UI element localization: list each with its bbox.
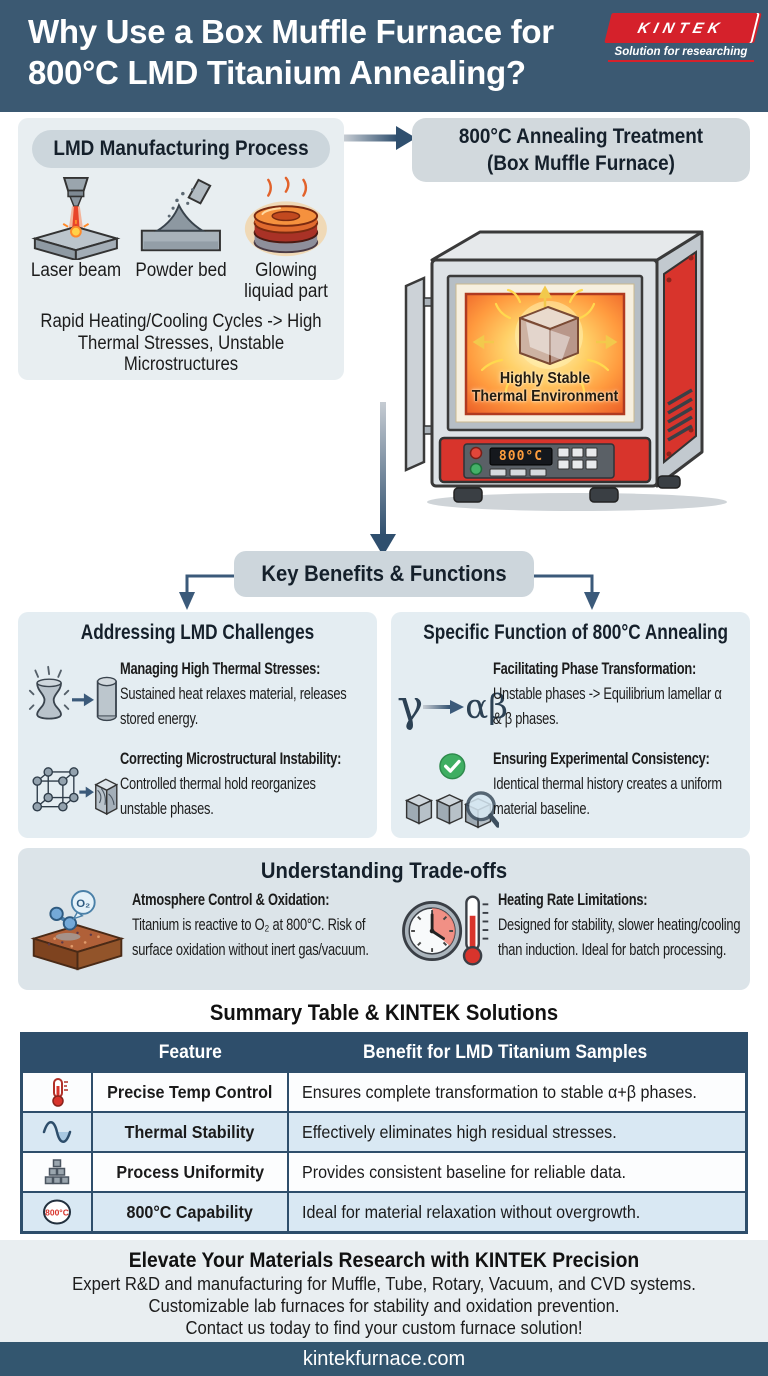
item-head: Managing High Thermal Stresses: bbox=[120, 660, 321, 678]
o2-label: O₂ bbox=[76, 898, 90, 910]
challenge-item-stresses: Managing High Thermal Stresses: Sustaine… bbox=[18, 657, 377, 741]
footer-cta: Elevate Your Materials Research with KIN… bbox=[0, 1240, 768, 1342]
lmd-challenges-panel: Addressing LMD Challenges Managing High … bbox=[18, 612, 377, 838]
branch-arrow-right-icon bbox=[584, 592, 600, 610]
annealing-function-title: Specific Function of 800°C Annealing bbox=[423, 621, 729, 644]
item-head: Atmosphere Control & Oxidation: bbox=[132, 891, 330, 909]
header-feature: Feature bbox=[92, 1034, 288, 1072]
table-row: Thermal Stability Effectively eliminates… bbox=[22, 1112, 746, 1152]
item-body: Identical thermal history creates a unif… bbox=[493, 775, 722, 818]
challenge-item-microstructure: Correcting Microstructural Instability: … bbox=[18, 747, 377, 822]
lmd-process-panel: LMD Manufacturing Process Laser beam bbox=[18, 118, 344, 380]
table-row: 800°C 800°C Capability Ideal for materia… bbox=[22, 1192, 746, 1232]
step-label: Laser beam bbox=[30, 260, 122, 281]
sine-wave-icon bbox=[42, 1121, 72, 1143]
arrow-right-icon bbox=[344, 126, 416, 150]
website-bar: kintekfurnace.com bbox=[0, 1342, 768, 1376]
function-item-phase: γ αβ Facilitating Phase Transformation: … bbox=[391, 657, 750, 741]
header-banner: Why Use a Box Muffle Furnace for 800°C L… bbox=[0, 0, 768, 112]
step-glowing-part: Glowing liquiad part bbox=[234, 176, 338, 302]
summary-table: Feature Benefit for LMD Titanium Samples… bbox=[20, 1032, 748, 1234]
footer-headline: Elevate Your Materials Research with KIN… bbox=[128, 1249, 640, 1272]
benefit-cell: Effectively eliminates high residual str… bbox=[288, 1112, 746, 1152]
arrow-right-small-icon bbox=[423, 700, 465, 714]
powder-bed-icon bbox=[140, 178, 222, 252]
logo-tagline: Solution for researching bbox=[608, 46, 754, 62]
benefit-cell: Ensures complete transformation to stabl… bbox=[288, 1072, 746, 1112]
table-row: Process Uniformity Provides consistent b… bbox=[22, 1152, 746, 1192]
item-body: Designed for stability, slower heating/c… bbox=[498, 916, 741, 959]
check-cubes-icon bbox=[404, 753, 499, 829]
item-body: Unstable phases -> Equilibrium lamellar … bbox=[493, 685, 722, 728]
item-head: Heating Rate Limitations: bbox=[498, 891, 648, 909]
furnace-chamber-label: Highly Stable Thermal Environment bbox=[471, 370, 619, 405]
thermometer-icon bbox=[52, 1078, 68, 1107]
badge-label: 800°C bbox=[45, 1208, 69, 1218]
oxidation-icon: O₂ bbox=[30, 890, 125, 971]
step-label: Powder bed bbox=[135, 260, 227, 281]
header-benefit: Benefit for LMD Titanium Samples bbox=[288, 1034, 746, 1072]
footer-line: Customizable lab furnaces for stability … bbox=[148, 1295, 620, 1316]
annealing-function-panel: Specific Function of 800°C Annealing γ α… bbox=[391, 612, 750, 838]
row-icon-cell bbox=[22, 1112, 92, 1152]
tradeoff-item-oxidation: O₂ Atmosphere Control & Oxidation: Titan… bbox=[18, 888, 384, 992]
logo-text: KINTEK bbox=[635, 19, 727, 37]
tradeoffs-title: Understanding Trade-offs bbox=[260, 858, 508, 883]
item-head: Ensuring Experimental Consistency: bbox=[493, 750, 710, 768]
crystal-lattice-icon bbox=[32, 767, 118, 816]
glowing-part-icon bbox=[244, 176, 328, 257]
item-head: Facilitating Phase Transformation: bbox=[493, 660, 697, 678]
table-row: Precise Temp Control Ensures complete tr… bbox=[22, 1072, 746, 1112]
temp-badge-icon: 800°C bbox=[43, 1199, 71, 1225]
phase-transformation-icon: γ αβ bbox=[397, 681, 508, 732]
feature-cell: Thermal Stability bbox=[92, 1112, 288, 1152]
annealing-title-pill: 800°C Annealing Treatment (Box Muffle Fu… bbox=[412, 118, 750, 182]
item-body: Sustained heat relaxes material, release… bbox=[120, 685, 347, 728]
step-laser-beam: Laser beam bbox=[24, 176, 128, 302]
table-header-row: Feature Benefit for LMD Titanium Samples bbox=[22, 1034, 746, 1072]
process-note: Rapid Heating/Cooling Cycles -> High The… bbox=[40, 311, 322, 375]
step-label: Glowing liquiad part bbox=[244, 260, 328, 302]
footer-line: Contact us today to find your custom fur… bbox=[185, 1317, 583, 1338]
feature-cell: Precise Temp Control bbox=[92, 1072, 288, 1112]
benefit-cell: Provides consistent baseline for reliabl… bbox=[288, 1152, 746, 1192]
lmd-process-title: LMD Manufacturing Process bbox=[32, 130, 330, 168]
clock-thermometer-icon bbox=[402, 895, 489, 966]
benefit-cell: Ideal for material relaxation without ov… bbox=[288, 1192, 746, 1232]
summary-title: Summary Table & KINTEK Solutions bbox=[209, 1000, 559, 1025]
lmd-challenges-title: Addressing LMD Challenges bbox=[80, 621, 315, 644]
feature-cell: 800°C Capability bbox=[92, 1192, 288, 1232]
item-body: Controlled thermal hold reorganizes unst… bbox=[120, 775, 316, 818]
item-head: Correcting Microstructural Instability: bbox=[120, 750, 342, 768]
arrow-down-icon bbox=[380, 402, 386, 536]
item-body: Titanium is reactive to O₂ at 800°C. Ris… bbox=[132, 916, 369, 959]
header-icon-cell bbox=[22, 1034, 92, 1072]
feature-cell: Process Uniformity bbox=[92, 1152, 288, 1192]
page-title: Why Use a Box Muffle Furnace for 800°C L… bbox=[28, 13, 554, 91]
tradeoff-item-heating-rate: Heating Rate Limitations: Designed for s… bbox=[384, 888, 750, 992]
kintek-logo-mark: KINTEK bbox=[604, 13, 758, 43]
function-item-consistency: Ensuring Experimental Consistency: Ident… bbox=[391, 747, 750, 829]
website-url: kintekfurnace.com bbox=[302, 1348, 466, 1370]
muffle-furnace-illustration: Highly Stable Thermal Environment 800°C bbox=[402, 190, 747, 514]
row-icon-cell: 800°C bbox=[22, 1192, 92, 1232]
alpha-beta-symbol: αβ bbox=[465, 687, 508, 727]
blocks-icon bbox=[44, 1159, 70, 1185]
footer-line: Expert R&D and manufacturing for Muffle,… bbox=[72, 1273, 696, 1294]
gamma-symbol: γ bbox=[397, 681, 424, 732]
furnace-drawing bbox=[404, 230, 727, 511]
row-icon-cell bbox=[22, 1072, 92, 1112]
stress-relief-icon bbox=[28, 665, 117, 722]
key-benefits-pill: Key Benefits & Functions bbox=[234, 551, 534, 597]
row-icon-cell bbox=[22, 1152, 92, 1192]
tradeoffs-panel: Understanding Trade-offs O₂ bbox=[18, 848, 750, 990]
laser-beam-icon bbox=[31, 176, 121, 260]
branch-arrow-left-icon bbox=[179, 592, 195, 610]
step-powder-bed: Powder bed bbox=[129, 176, 233, 302]
temperature-display: 800°C bbox=[498, 449, 544, 464]
process-steps: Laser beam Powder bed bbox=[24, 176, 338, 302]
kintek-logo: KINTEK Solution for researching bbox=[604, 13, 758, 62]
